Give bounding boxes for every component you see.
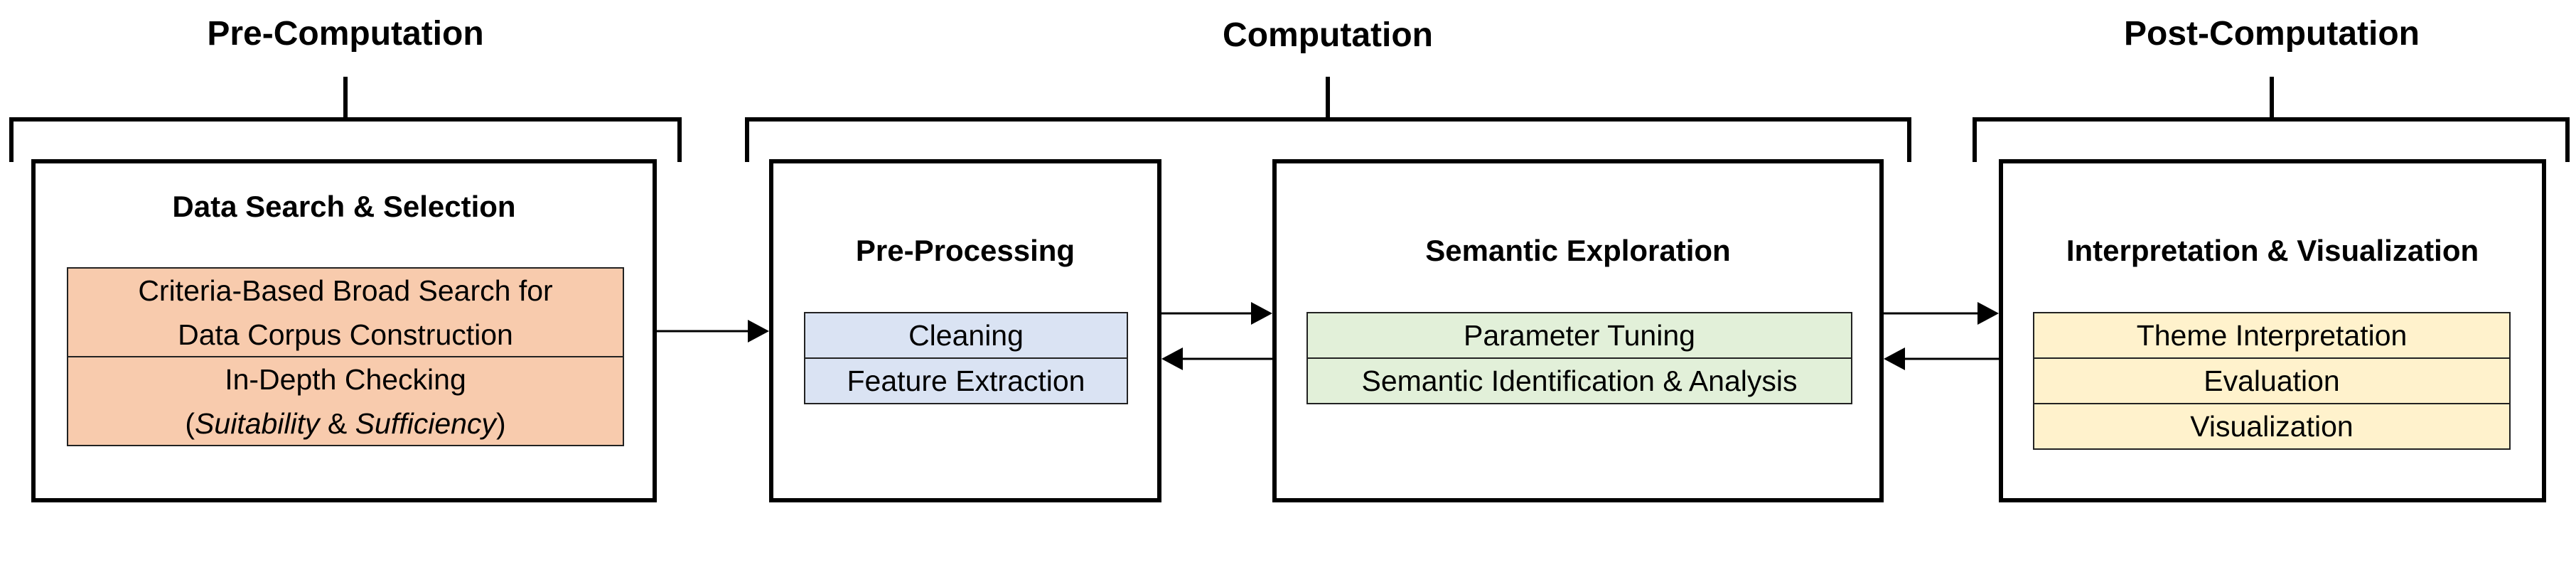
stage-semantic-exploration: Semantic Exploration Parameter Tuning Se…	[1272, 159, 1884, 502]
bracket-post-computation	[1973, 77, 2570, 162]
phase-title-computation: Computation	[1223, 16, 1433, 54]
stage-interpretation-visualization: Interpretation & Visualization Theme Int…	[1999, 159, 2546, 502]
phase-title-pre-computation: Pre-Computation	[207, 15, 484, 53]
bracket-pre-computation	[9, 77, 682, 162]
stage-title-pre-processing: Pre-Processing	[855, 234, 1075, 267]
item-semantic-identification: Semantic Identification & Analysis	[1306, 357, 1852, 404]
paren-open: (	[185, 406, 195, 440]
stage-title-semantic-exploration: Semantic Exploration	[1425, 234, 1731, 267]
suitability-text: Suitability	[195, 406, 320, 440]
item-checking-line-2: (Suitability & Sufficiency)	[185, 401, 505, 446]
bracket-computation	[745, 77, 1911, 162]
stage-pre-processing: Pre-Processing Cleaning Feature Extracti…	[769, 159, 1161, 502]
item-checking-line-1: In-Depth Checking	[225, 362, 466, 396]
ampersand-text: &	[319, 406, 355, 440]
item-criteria-broad-search: Criteria-Based Broad Search for Data Cor…	[67, 267, 624, 357]
arrow-search-to-preprocessing	[657, 320, 769, 343]
item-feature-extraction: Feature Extraction	[804, 357, 1128, 404]
stage-title-data-search: Data Search & Selection	[172, 190, 516, 223]
paren-close: )	[495, 406, 506, 440]
phase-title-post-computation: Post-Computation	[2124, 15, 2420, 53]
stage-title-interpretation: Interpretation & Visualization	[2066, 234, 2479, 267]
item-cleaning: Cleaning	[804, 312, 1128, 359]
item-criteria-line-2: Data Corpus Construction	[178, 318, 513, 351]
item-visualization: Visualization	[2033, 403, 2511, 450]
item-evaluation: Evaluation	[2033, 357, 2511, 404]
arrow-semantic-to-preprocessing	[1161, 347, 1272, 370]
arrow-interpretation-to-semantic	[1884, 347, 1999, 370]
item-criteria-line-1: Criteria-Based Broad Search for	[138, 274, 553, 307]
arrow-preprocessing-to-semantic	[1161, 302, 1272, 325]
arrow-semantic-to-interpretation	[1884, 302, 1999, 325]
sufficiency-text: Sufficiency	[355, 406, 496, 440]
item-parameter-tuning: Parameter Tuning	[1306, 312, 1852, 359]
stage-data-search-selection: Data Search & Selection Criteria-Based B…	[31, 159, 657, 502]
item-in-depth-checking: In-Depth Checking (Suitability & Suffici…	[67, 356, 624, 446]
item-theme-interpretation: Theme Interpretation	[2033, 312, 2511, 359]
